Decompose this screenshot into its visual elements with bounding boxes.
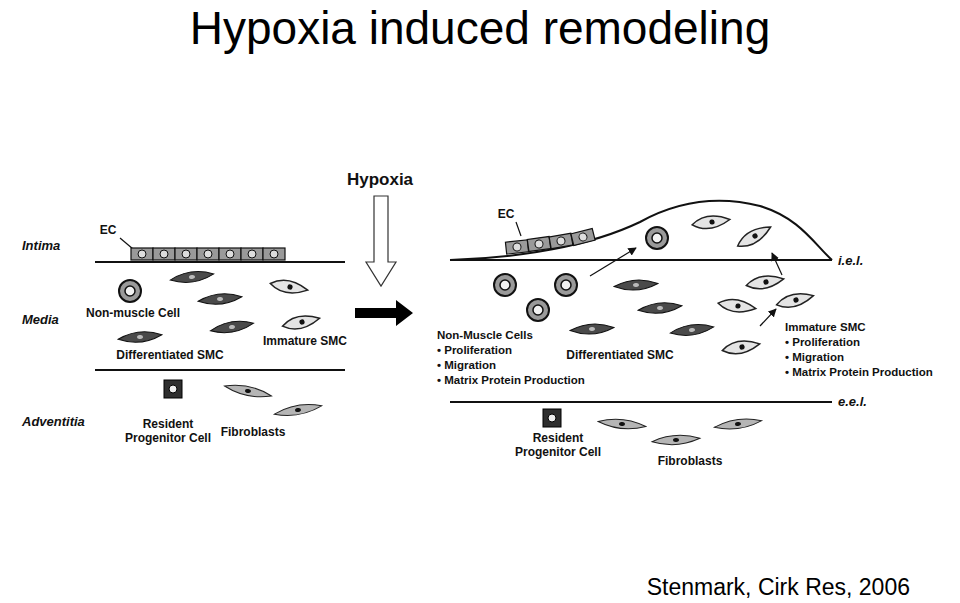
property-item: • Proliferation — [785, 336, 860, 349]
cell-label: Immature SMC — [263, 335, 347, 349]
property-item: • Matrix Protein Production — [437, 374, 585, 387]
property-item: • Migration — [785, 351, 844, 364]
cell-label: EC — [100, 224, 117, 238]
property-item: • Proliferation — [437, 344, 512, 357]
cell-label: Non-muscle Cell — [86, 307, 180, 321]
cell-label: Fibroblasts — [221, 426, 286, 440]
cell-label: Non-Muscle Cells — [437, 329, 533, 342]
cell-label: Resident Progenitor Cell — [508, 432, 608, 460]
citation-caption: Stenmark, Cirk Res, 2006 — [647, 574, 910, 600]
cell-label: EC — [498, 208, 515, 222]
cell-label: Differentiated SMC — [116, 349, 223, 363]
boundary-label: e.e.l. — [838, 395, 867, 410]
stimulus-label: Hypoxia — [347, 170, 413, 190]
property-item: • Migration — [437, 359, 496, 372]
layer-label: Media — [22, 313, 59, 328]
cell-label: Fibroblasts — [658, 455, 723, 469]
cell-label: Immature SMC — [785, 321, 866, 334]
layer-label: Adventitia — [22, 415, 85, 430]
layer-label: Intima — [22, 239, 60, 254]
boundary-label: i.e.l. — [838, 254, 863, 269]
cell-label: Resident Progenitor Cell — [118, 418, 218, 446]
property-item: • Matrix Protein Production — [785, 366, 933, 379]
slide-title: Hypoxia induced remodeling — [190, 2, 770, 55]
cell-label: Differentiated SMC — [566, 349, 673, 363]
